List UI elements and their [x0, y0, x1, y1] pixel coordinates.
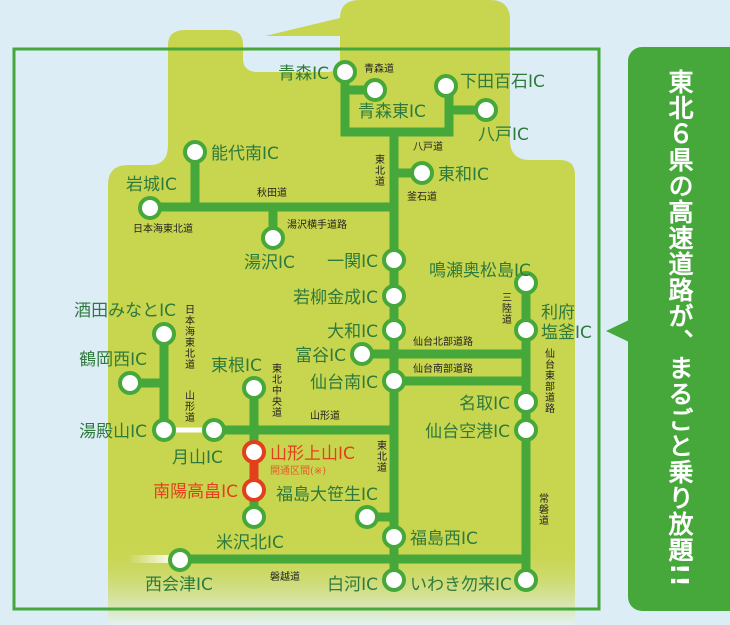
label-nishiaizu: 西会津IC: [145, 575, 213, 595]
label-towa: 東和IC: [438, 165, 489, 185]
node-towa[interactable]: [410, 161, 434, 185]
node-gassan[interactable]: [202, 418, 226, 442]
node-sendai-minami[interactable]: [382, 369, 406, 393]
node-yamagata-kaminoyama[interactable]: [242, 440, 266, 464]
label-sendai-minami: 仙台南IC: [310, 373, 378, 393]
node-rifu-shiogama[interactable]: [514, 318, 538, 342]
road-sendai-tobu: 仙台東部道路: [543, 347, 555, 414]
road-hachinohe: 八戸道: [413, 140, 443, 153]
node-yuzawa[interactable]: [261, 226, 285, 250]
label-yonezawa: 米沢北IC: [216, 533, 284, 553]
node-natori[interactable]: [514, 390, 538, 414]
road-tohoku: 東北道: [373, 153, 385, 187]
label-sendai-airport: 仙台空港IC: [425, 422, 510, 442]
road-sendai-hokubu: 仙台北部道路: [413, 335, 473, 348]
node-tomiya[interactable]: [350, 342, 374, 366]
node-hachinohe[interactable]: [474, 98, 498, 122]
label-natori: 名取IC: [459, 394, 510, 414]
label-yuzawa: 湯沢IC: [244, 253, 295, 273]
road-yuzawa-yokote: 湯沢横手道路: [287, 218, 347, 231]
node-iwaki-akita[interactable]: [138, 196, 162, 220]
node-fukushima-osasou[interactable]: [355, 505, 379, 529]
label-tomiya: 富谷IC: [295, 346, 346, 366]
ic-labels: 青森IC 青森東IC 下田百石IC 八戸IC 東和IC 能代南IC 岩城IC 湯…: [74, 64, 592, 595]
road-tohoku-chuo: 東北中央道: [270, 362, 282, 418]
sea-inlet: [243, 36, 340, 72]
road-nihonkai-tohoku-v: 日本海東北道: [183, 304, 195, 370]
node-sakata[interactable]: [152, 322, 176, 346]
node-higashine[interactable]: [242, 376, 266, 400]
label-noshiro: 能代南IC: [211, 144, 279, 164]
region-frame: [12, 47, 601, 611]
node-iwaki-nakoso[interactable]: [514, 568, 538, 592]
label-fukushima-osasou: 福島大笹生IC: [276, 485, 378, 505]
node-nishiaizu[interactable]: [168, 548, 192, 572]
road-tohoku-2: 東北道: [375, 439, 387, 473]
callout-text: 東北６県の高速道路が、まるごと乗り放題!!: [665, 69, 694, 588]
road-nihonkai-tohoku-h: 日本海東北道: [133, 222, 193, 235]
label-shiogama: 塩釜IC: [541, 323, 592, 343]
label-nanyo: 南陽高畠IC: [153, 482, 238, 502]
road-labels: 青森道 八戸道 東北道 釜石道 秋田道 日本海東北道 湯沢横手道路 三陸道 仙台…: [133, 62, 555, 583]
label-higashine: 東根IC: [211, 356, 262, 376]
label-aomori-higashi: 青森東IC: [358, 102, 426, 122]
land-area: [108, 0, 575, 625]
node-aomori-higashi[interactable]: [363, 78, 387, 102]
road-aomori: 青森道: [364, 62, 394, 75]
label-open-section-note: 開通区間(※): [270, 465, 326, 477]
road-sanriku: 三陸道: [500, 292, 512, 325]
label-hachinohe: 八戸IC: [478, 125, 529, 145]
label-iwaki-akita: 岩城IC: [126, 175, 177, 195]
label-aomori: 青森IC: [278, 64, 329, 84]
label-shirakawa: 白河IC: [327, 575, 378, 595]
node-noshiro[interactable]: [183, 140, 207, 164]
label-ichinoseki: 一関IC: [327, 252, 378, 272]
node-tsuruoka[interactable]: [118, 371, 142, 395]
node-fukushima-nishi[interactable]: [382, 525, 406, 549]
label-yudonosan: 湯殿山IC: [79, 422, 147, 442]
label-sakata: 酒田みなとIC: [74, 301, 176, 321]
label-wakayanagi: 若柳金成IC: [293, 288, 378, 308]
road-yamagata-v: 山形道: [183, 390, 195, 423]
callout-box: 東北６県の高速道路が、まるごと乗り放題!!: [628, 47, 730, 611]
road-kamaishi: 釜石道: [407, 190, 437, 203]
label-taiwa: 大和IC: [327, 322, 378, 342]
callout-pointer: [606, 320, 629, 342]
label-iwaki-nakoso: いわき勿来IC: [410, 575, 512, 595]
node-wakayanagi[interactable]: [382, 284, 406, 308]
node-shimoda[interactable]: [434, 74, 458, 98]
node-yonezawa[interactable]: [242, 505, 266, 529]
node-sendai-airport[interactable]: [514, 418, 538, 442]
label-tsuruoka: 鶴岡西IC: [79, 350, 147, 370]
label-fukushima-nishi: 福島西IC: [410, 529, 478, 549]
road-sendai-nanbu: 仙台南部道路: [413, 362, 473, 375]
label-yamagata-kaminoyama: 山形上山IC: [270, 444, 355, 464]
node-yudonosan[interactable]: [152, 418, 176, 442]
label-naruse: 鳴瀬奥松島IC: [429, 261, 531, 281]
node-aomori[interactable]: [333, 60, 357, 84]
road-banetsu: 磐越道: [270, 570, 300, 583]
node-nanyo[interactable]: [242, 478, 266, 502]
node-shirakawa[interactable]: [382, 568, 406, 592]
label-shimoda: 下田百石IC: [460, 72, 545, 92]
node-ichinoseki[interactable]: [382, 248, 406, 272]
node-taiwa[interactable]: [382, 318, 406, 342]
road-joban: 常磐道: [537, 492, 549, 526]
road-yamagata-h: 山形道: [310, 409, 340, 422]
interchange-nodes: [118, 60, 538, 592]
label-rifu: 利府: [541, 303, 575, 323]
label-gassan: 月山IC: [172, 448, 223, 468]
road-akita: 秋田道: [257, 186, 287, 199]
node-naruse[interactable]: [514, 271, 538, 295]
